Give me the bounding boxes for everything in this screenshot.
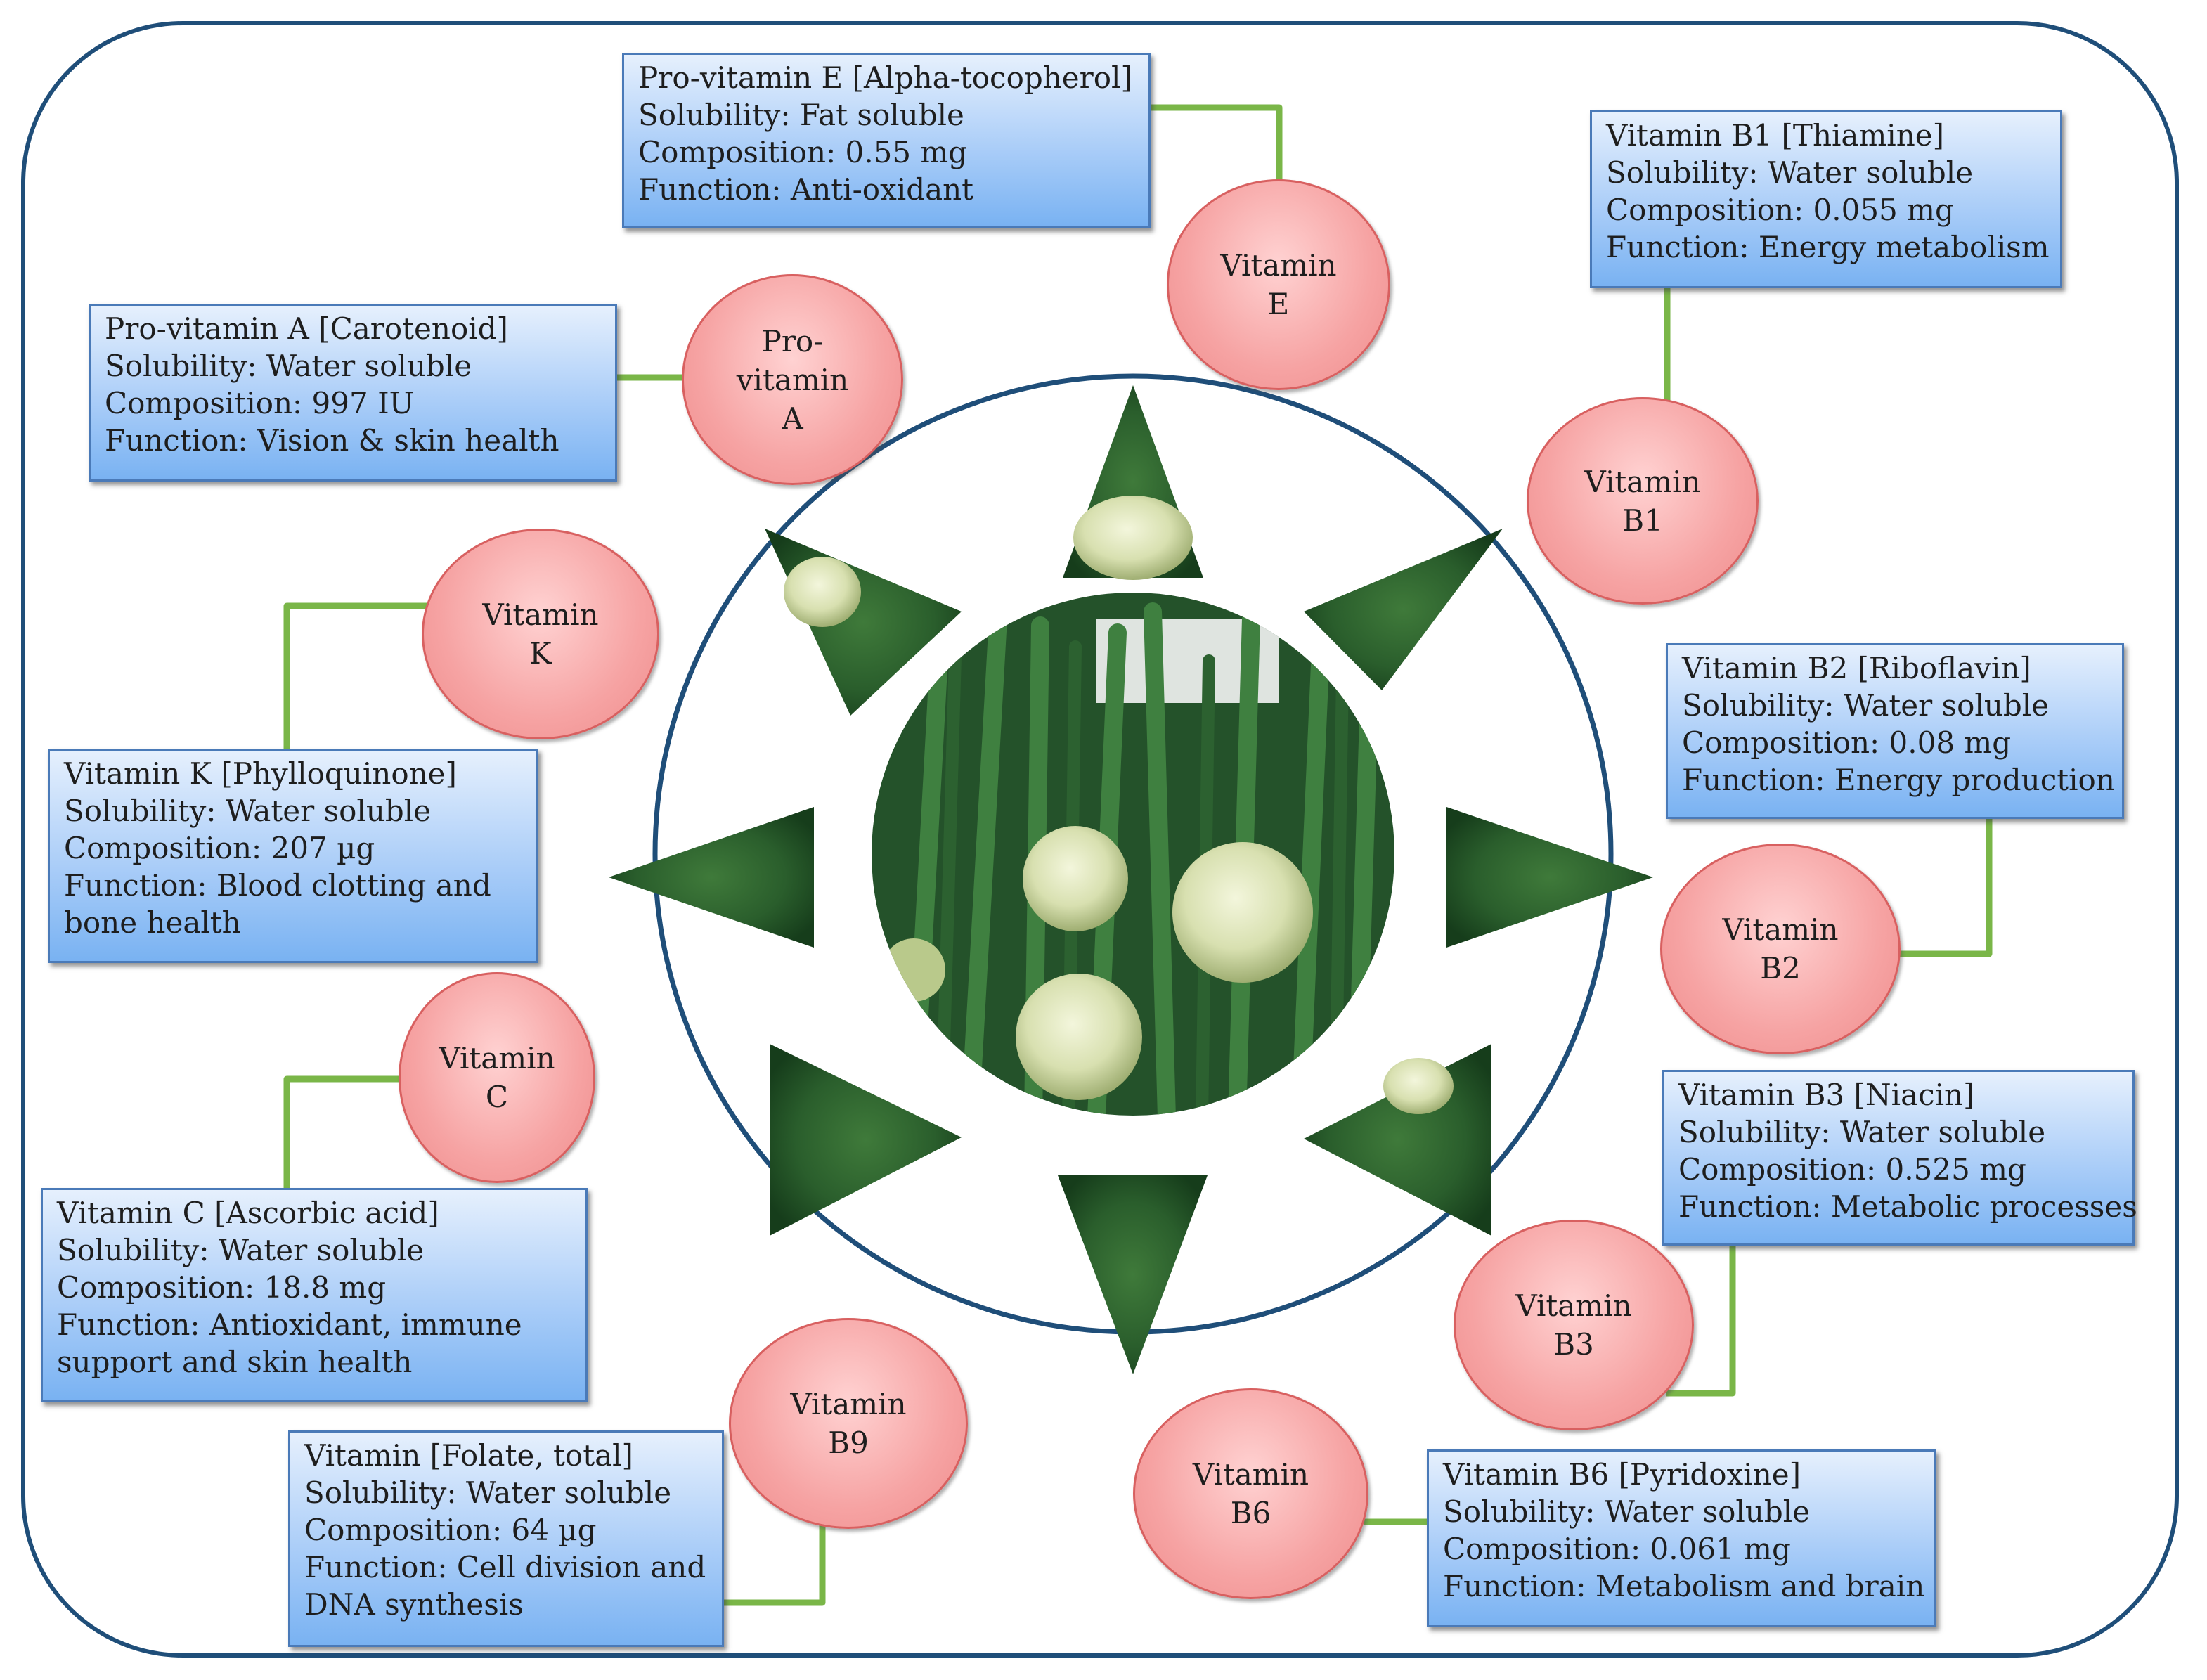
vitamin-k-info-box: Vitamin K [Phylloquinone] Solubility: Wa…: [48, 749, 538, 963]
node-label: Vitamin: [1515, 1288, 1632, 1323]
box-function: Function: Antioxidant, immune support an…: [57, 1307, 522, 1379]
vitamin-c-node: Vitamin C: [399, 972, 595, 1183]
box-solubility: Solubility: Water soluble: [57, 1233, 425, 1267]
outer-frame: [21, 21, 2179, 1658]
connector-b3: [1666, 1241, 1736, 1397]
box-composition: Composition: 0.55 mg: [638, 135, 968, 169]
wedge-left-icon: [609, 807, 814, 948]
box-title: Vitamin [Folate, total]: [304, 1438, 633, 1473]
node-label: Pro-: [761, 323, 824, 358]
connector-b2: [1898, 819, 1993, 957]
box-function: Function: Metabolism and brain: [1443, 1569, 1925, 1603]
box-composition: Composition: 18.8 mg: [57, 1270, 387, 1305]
box-function: Function: Energy metabolism: [1606, 230, 2050, 264]
box-function: Function: Blood clotting and bone health: [64, 868, 491, 940]
box-solubility: Solubility: Water soluble: [105, 349, 472, 383]
node-label: A: [782, 401, 803, 436]
box-composition: Composition: 0.525 mg: [1678, 1152, 2026, 1187]
wedge-bottom-right-flower-icon: [1383, 1058, 1454, 1114]
vitamin-e-info-box: Pro-vitamin E [Alpha-tocopherol] Solubil…: [622, 53, 1151, 228]
node-label: Vitamin: [790, 1387, 907, 1421]
node-label: vitamin: [736, 362, 849, 397]
node-label: B2: [1760, 951, 1801, 986]
vitamin-b9-info-box: Vitamin [Folate, total] Solubility: Wate…: [288, 1430, 724, 1647]
box-solubility: Solubility: Water soluble: [1682, 688, 2050, 723]
box-title: Pro-vitamin A [Carotenoid]: [105, 311, 508, 346]
box-function: Function: Cell division and DNA synthesi…: [304, 1550, 706, 1622]
wedge-bottom-left-icon: [770, 1044, 962, 1236]
pro-vitamin-a-info-box: Pro-vitamin A [Carotenoid] Solubility: W…: [89, 304, 617, 482]
vitamin-b2-info-box: Vitamin B2 [Riboflavin] Solubility: Wate…: [1666, 643, 2124, 819]
vitamin-b3-node: Vitamin B3: [1454, 1220, 1694, 1430]
box-title: Vitamin C [Ascorbic acid]: [57, 1196, 439, 1230]
box-composition: Composition: 207 µg: [64, 831, 375, 865]
box-title: Vitamin B2 [Riboflavin]: [1682, 651, 2031, 685]
box-title: Vitamin B6 [Pyridoxine]: [1443, 1457, 1801, 1492]
node-label: E: [1267, 287, 1290, 321]
vitamin-b3-info-box: Vitamin B3 [Niacin] Solubility: Water so…: [1662, 1070, 2137, 1246]
node-label: Vitamin: [1584, 464, 1701, 499]
node-label: B6: [1230, 1496, 1271, 1530]
box-composition: Composition: 64 µg: [304, 1513, 597, 1547]
box-solubility: Solubility: Water soluble: [64, 794, 432, 828]
box-function: Function: Vision & skin health: [105, 423, 559, 458]
box-solubility: Solubility: Water soluble: [1606, 155, 1974, 190]
node-label: B1: [1622, 503, 1663, 538]
box-solubility: Solubility: Fat soluble: [638, 98, 964, 132]
box-composition: Composition: 997 IU: [105, 386, 415, 420]
wedge-right-icon: [1446, 807, 1653, 948]
pro-vitamin-a-node: Pro- vitamin A: [682, 274, 903, 485]
wedge-top-right-icon: [1304, 529, 1503, 690]
connector-c: [283, 1075, 434, 1191]
vitamin-b9-node: Vitamin B9: [729, 1318, 968, 1529]
box-function: Function: Energy production: [1682, 763, 2115, 797]
node-label: Vitamin: [439, 1041, 555, 1075]
vitamin-e-node: Vitamin E: [1167, 179, 1390, 390]
vitamin-b1-node: Vitamin B1: [1527, 397, 1759, 605]
box-solubility: Solubility: Water soluble: [1678, 1115, 2046, 1149]
box-composition: Composition: 0.061 mg: [1443, 1532, 1791, 1566]
node-label: Vitamin: [482, 597, 599, 632]
box-solubility: Solubility: Water soluble: [1443, 1494, 1811, 1529]
box-title: Vitamin B1 [Thiamine]: [1606, 118, 1945, 153]
vitamin-b6-node: Vitamin B6: [1133, 1388, 1368, 1599]
wedge-bottom-icon: [1058, 1175, 1208, 1374]
vitamin-k-node: Vitamin K: [422, 529, 659, 739]
node-label: B9: [828, 1426, 869, 1460]
node-label: C: [485, 1080, 509, 1114]
box-solubility: Solubility: Water soluble: [304, 1475, 672, 1510]
box-function: Function: Metabolic processes: [1678, 1189, 2137, 1224]
wedge-top-left-flower-icon: [784, 557, 861, 627]
box-title: Vitamin B3 [Niacin]: [1678, 1078, 1975, 1112]
connector-e: [1151, 104, 1283, 184]
box-composition: Composition: 0.08 mg: [1682, 725, 2012, 760]
box-composition: Composition: 0.055 mg: [1606, 193, 1954, 227]
box-function: Function: Anti-oxidant: [638, 172, 974, 207]
box-title: Vitamin K [Phylloquinone]: [64, 756, 457, 791]
photo-wedges: [609, 385, 1653, 1374]
vitamin-b1-info-box: Vitamin B1 [Thiamine] Solubility: Water …: [1590, 110, 2062, 288]
node-label: Vitamin: [1192, 1457, 1309, 1492]
connector-k: [283, 602, 427, 751]
node-label: Vitamin: [1220, 248, 1337, 283]
vitamin-c-info-box: Vitamin C [Ascorbic acid] Solubility: Wa…: [41, 1188, 588, 1402]
vitamin-b6-info-box: Vitamin B6 [Pyridoxine] Solubility: Wate…: [1427, 1449, 1936, 1627]
node-label: K: [529, 636, 552, 671]
node-label: Vitamin: [1722, 912, 1839, 947]
wedge-top-flower-icon: [1073, 496, 1193, 580]
vitamin-b2-node: Vitamin B2: [1660, 844, 1901, 1054]
node-label: B3: [1553, 1327, 1594, 1362]
onion-flower-photo-icon: [872, 593, 1394, 1116]
box-title: Pro-vitamin E [Alpha-tocopherol]: [638, 60, 1132, 95]
